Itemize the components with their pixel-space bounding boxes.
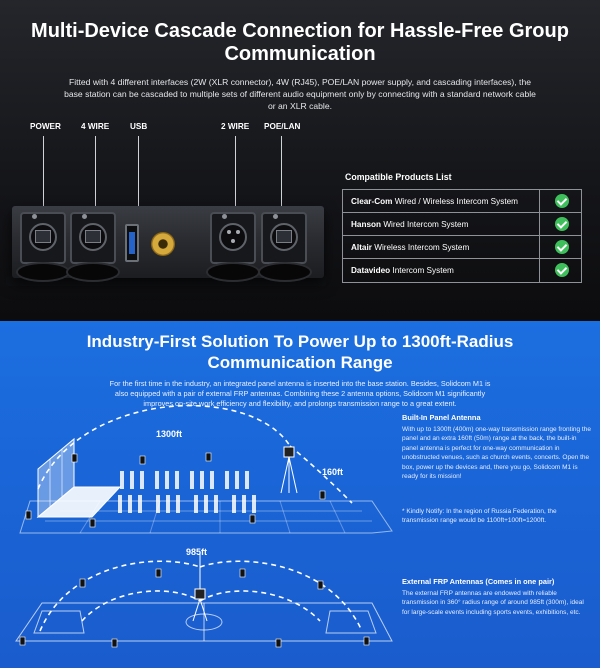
venue-floor bbox=[19, 500, 393, 534]
check-icon bbox=[555, 217, 569, 231]
check-icon bbox=[555, 240, 569, 254]
screw bbox=[273, 214, 278, 219]
beltpack-icon bbox=[19, 568, 370, 648]
callout-line-poe-lan bbox=[281, 136, 282, 210]
product-brand: Altair bbox=[351, 242, 372, 252]
frp-antenna-body: The external FRP antennas are endowed wi… bbox=[402, 590, 584, 616]
port-label-usb: USB bbox=[130, 122, 148, 131]
range-label-back: 160ft bbox=[322, 467, 344, 477]
product-brand: Clear-Com bbox=[351, 196, 393, 206]
audience-chairs bbox=[118, 471, 256, 513]
port-label-poe-lan: POE/LAN bbox=[264, 122, 301, 131]
cascade-description: Fitted with 4 different interfaces (2W (… bbox=[64, 77, 536, 111]
callout-line-power bbox=[43, 136, 44, 210]
compatible-products-table: Clear-Com Wired / Wireless Intercom Syst… bbox=[342, 189, 582, 283]
product-desc: Wireless Intercom System bbox=[374, 242, 470, 252]
cable-ring bbox=[206, 262, 260, 282]
football-field bbox=[15, 602, 393, 642]
cascade-title: Multi-Device Cascade Connection for Hass… bbox=[31, 20, 569, 65]
stage bbox=[36, 437, 122, 519]
port-label-2wire: 2 WIRE bbox=[221, 122, 250, 131]
frp-antenna-base bbox=[192, 553, 208, 622]
product-desc: Wired / Wireless Intercom System bbox=[394, 196, 518, 206]
table-row: Datavideo Intercom System bbox=[343, 259, 581, 282]
table-row: Hanson Wired Intercom System bbox=[343, 213, 581, 236]
cascade-section: Multi-Device Cascade Connection for Hass… bbox=[0, 0, 600, 321]
rj45-jack-icon bbox=[261, 212, 307, 264]
xlr-jack-icon bbox=[210, 212, 256, 264]
product-desc: Wired Intercom System bbox=[383, 219, 469, 229]
panel-antenna-body: With up to 1300ft (400m) one-way transmi… bbox=[402, 426, 591, 481]
range-section: Industry-First Solution To Power Up to 1… bbox=[0, 321, 600, 668]
venue-illustrations bbox=[15, 404, 393, 648]
product-brand: Datavideo bbox=[351, 266, 391, 275]
beltpack-icon bbox=[25, 452, 326, 528]
cable-ring bbox=[16, 262, 70, 282]
check-icon bbox=[555, 263, 569, 277]
screw bbox=[222, 214, 227, 219]
range-label-front: 1300ft bbox=[156, 429, 183, 439]
table-row: Clear-Com Wired / Wireless Intercom Syst… bbox=[343, 190, 581, 213]
base-station-tripod bbox=[280, 446, 298, 494]
rj45-jack-icon bbox=[70, 212, 116, 264]
table-row: Altair Wireless Intercom System bbox=[343, 236, 581, 259]
panel-antenna-heading: Built-In Panel Antenna bbox=[402, 413, 481, 422]
frp-antenna-heading: External FRP Antennas (Comes in one pair… bbox=[402, 577, 555, 586]
product-brand: Hanson bbox=[351, 219, 382, 229]
range-label-radius: 985ft bbox=[186, 547, 208, 557]
compatible-list-title: Compatible Products List bbox=[345, 172, 452, 182]
screw bbox=[82, 214, 87, 219]
range-arc-front bbox=[37, 404, 353, 504]
callout-line-usb bbox=[138, 136, 139, 210]
product-desc: Intercom System bbox=[392, 266, 454, 275]
callout-line-4wire bbox=[95, 136, 96, 210]
russia-note: * Kindly Notify: In the region of Russia… bbox=[402, 508, 557, 525]
port-label-4wire: 4 WIRE bbox=[81, 122, 110, 131]
rj45-jack-icon bbox=[20, 212, 66, 264]
port-label-power: POWER bbox=[30, 122, 61, 131]
callout-line-2wire bbox=[235, 136, 236, 210]
range-description: For the first time in the industry, an i… bbox=[109, 379, 491, 408]
range-arc-360 bbox=[39, 560, 363, 632]
cable-ring bbox=[66, 262, 120, 282]
usb-port-icon bbox=[125, 224, 139, 262]
sma-connector-icon bbox=[151, 232, 175, 256]
device-base bbox=[6, 276, 326, 286]
screw bbox=[32, 214, 37, 219]
check-icon bbox=[555, 194, 569, 208]
range-title: Industry-First Solution To Power Up to 1… bbox=[86, 332, 514, 372]
cable-ring bbox=[258, 262, 312, 282]
